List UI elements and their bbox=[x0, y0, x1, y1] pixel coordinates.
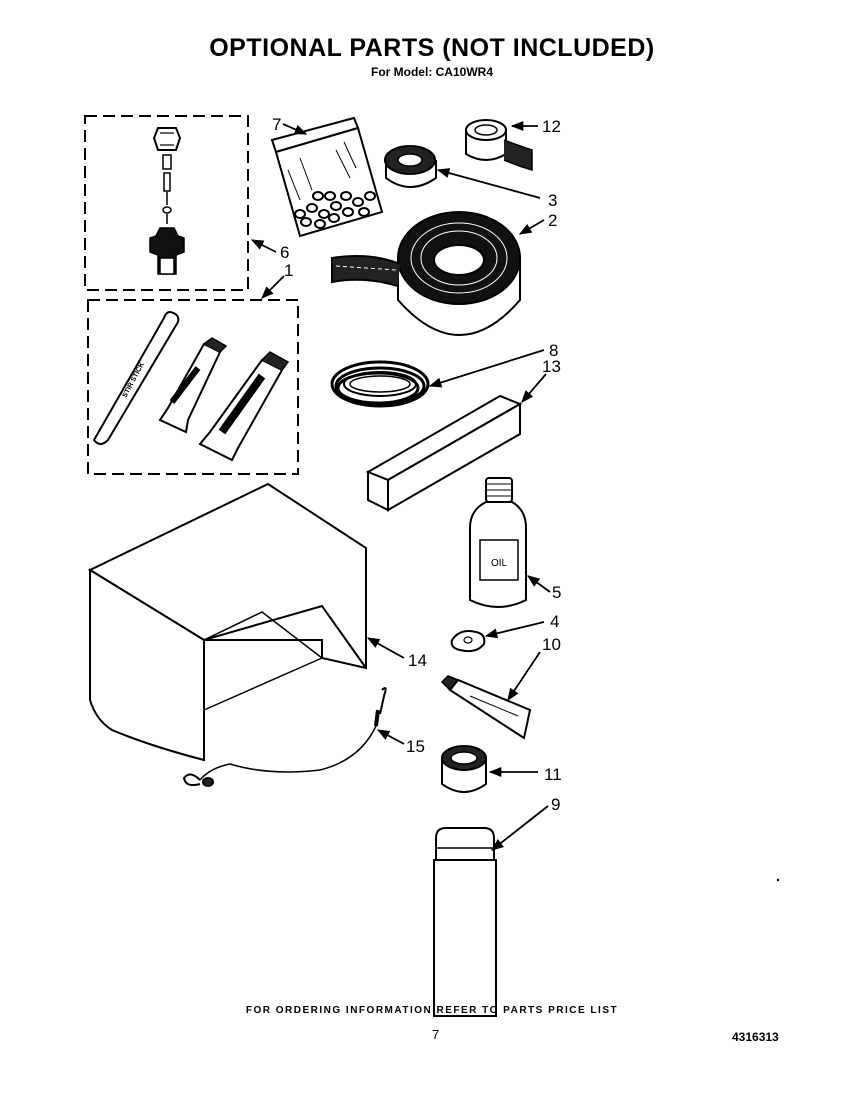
leader-lines bbox=[250, 120, 551, 851]
page-number: 7 bbox=[432, 1027, 440, 1042]
callout-5: 5 bbox=[552, 583, 561, 602]
callout-12: 12 bbox=[542, 117, 561, 136]
part-7-grommet-bag bbox=[270, 116, 384, 238]
part-11-tape bbox=[441, 745, 487, 793]
callout-3: 3 bbox=[548, 191, 557, 210]
part-9-spray-can bbox=[433, 827, 497, 1017]
callout-7: 7 bbox=[272, 115, 281, 134]
callout-11: 11 bbox=[544, 765, 562, 784]
page-title: OPTIONAL PARTS (NOT INCLUDED) bbox=[209, 34, 655, 62]
callout-8: 8 bbox=[549, 341, 558, 360]
oil-label: OIL bbox=[491, 558, 508, 569]
callout-9: 9 bbox=[551, 795, 560, 814]
callout-10: 10 bbox=[542, 635, 561, 654]
document-number: 4316313 bbox=[732, 1030, 779, 1044]
callout-numbers: 1 2 3 4 5 6 7 8 9 10 11 12 13 14 15 bbox=[272, 115, 562, 814]
callout-15: 15 bbox=[406, 737, 425, 756]
part-1-install-kit: STIR STICK bbox=[87, 299, 299, 475]
speck bbox=[776, 878, 780, 882]
part-14-cover bbox=[87, 482, 367, 762]
part-15-cord bbox=[182, 687, 387, 787]
part-12-tape-roll bbox=[465, 119, 533, 171]
model-subtitle: For Model: CA10WR4 bbox=[370, 65, 493, 79]
callout-14: 14 bbox=[408, 651, 427, 670]
callout-4: 4 bbox=[550, 612, 559, 631]
part-10-tube bbox=[440, 675, 532, 740]
part-13-foam-strip bbox=[365, 394, 523, 512]
callout-2: 2 bbox=[548, 211, 557, 230]
callout-6: 6 bbox=[280, 243, 289, 262]
ordering-note: FOR ORDERING INFORMATION REFER TO PARTS … bbox=[245, 1005, 619, 1016]
callout-13: 13 bbox=[542, 357, 561, 376]
part-5-oil-bottle: OIL bbox=[469, 477, 527, 608]
callout-1: 1 bbox=[284, 261, 293, 280]
part-3-small-tape bbox=[384, 145, 437, 188]
part-8-coil bbox=[330, 360, 430, 408]
part-4-plug bbox=[450, 630, 486, 653]
part-6-valve-kit bbox=[84, 115, 249, 291]
part-2-foam-tape-roll bbox=[331, 211, 521, 336]
